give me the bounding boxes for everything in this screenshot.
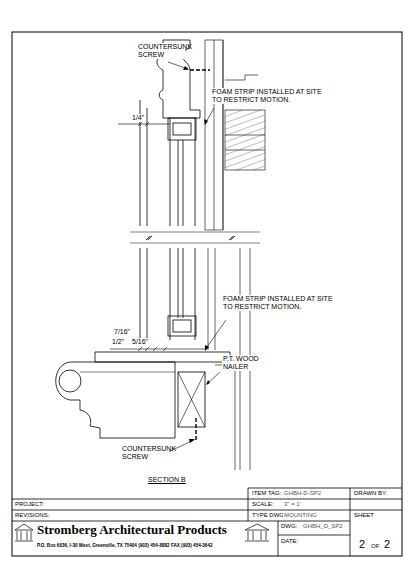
section-title: SECTION B: [147, 476, 187, 484]
callout-label: P.T. WOOD NAILER: [222, 355, 272, 371]
dimension-line: [110, 122, 205, 351]
field-value: GHBH-D-SP2: [283, 490, 322, 497]
wood-nailer: [178, 372, 205, 427]
callout-label: COUNTERSUNK SCREW: [137, 43, 185, 59]
wall-framing: [205, 40, 265, 470]
field-name: DATE:: [280, 538, 299, 545]
sheet-number: OF: [370, 543, 380, 550]
dimension-label: 7/16": [113, 328, 131, 336]
field-name: SHEET: [353, 512, 375, 519]
note-label: FOAM STRIP INSTALLED AT SITE TO RESTRICT…: [222, 295, 342, 311]
company-logo: [15, 524, 269, 541]
field-name: ITEM TAG:: [251, 490, 282, 497]
screw: [190, 69, 210, 70]
leader-line: [168, 62, 226, 452]
field-name: DWG:: [280, 523, 298, 530]
callout-label: COUNTERSUNK SCREW: [121, 445, 169, 461]
company-address: P.O. Box 6036, I-30 West, Greenville, TX…: [36, 543, 214, 548]
field-name: SCALE:: [251, 501, 274, 508]
sheet-number: 2: [358, 538, 366, 551]
note-label: FOAM STRIP INSTALLED AT SITE TO RESTRICT…: [211, 88, 331, 104]
apron-molding: [56, 362, 175, 438]
dimension-label: 1/2": [111, 338, 125, 346]
field-value: 3" = 1': [283, 501, 302, 508]
field-name: PROJECT:: [14, 501, 45, 508]
field-name: REVISIONS:: [14, 512, 50, 519]
dimension-label: 1/4": [131, 114, 145, 122]
stool: [95, 352, 230, 362]
company-name: Stromberg Architectural Products: [36, 523, 228, 538]
field-name: TYPE DWG:: [251, 512, 287, 519]
dimension-label: 5/16": [131, 338, 149, 346]
sheet-number: 2: [383, 538, 391, 551]
field-value: GHBH_D_SP2: [302, 523, 344, 530]
field-name: DRAWN BY:: [353, 490, 388, 497]
field-value: MOUNTING: [283, 512, 318, 519]
screw: [195, 418, 196, 442]
sheet-border: [12, 32, 402, 556]
title-block: [12, 488, 402, 556]
